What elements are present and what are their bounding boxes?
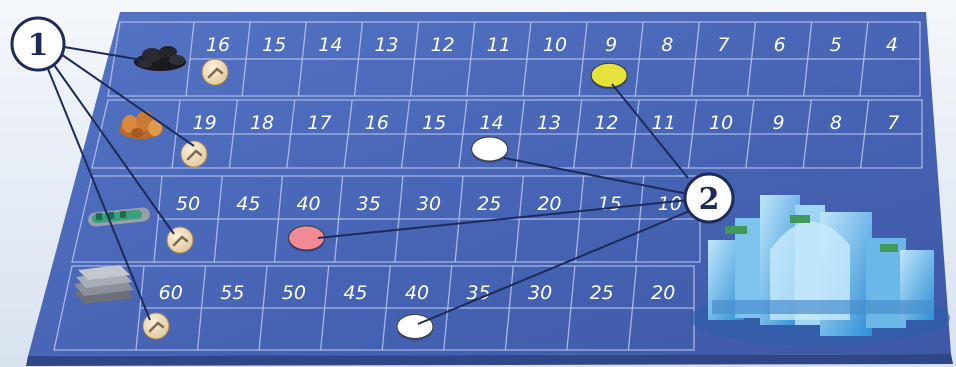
price-label: 45: [236, 193, 260, 215]
price-label: 40: [405, 282, 429, 304]
price-label: 15: [422, 112, 446, 134]
price-label: 18: [250, 112, 274, 134]
price-label: 8: [830, 112, 842, 134]
marker-disc: [472, 137, 508, 161]
price-label: 8: [661, 34, 673, 56]
marker-disc: [397, 314, 433, 338]
price-label: 11: [487, 34, 511, 56]
price-label: 19: [193, 112, 217, 134]
price-label: 16: [365, 112, 389, 134]
price-label: 7: [887, 112, 899, 134]
marker-disc-white: [397, 314, 433, 340]
callout-2-label: 2: [699, 182, 720, 217]
price-label: 13: [537, 112, 561, 134]
price-label: 25: [477, 193, 501, 215]
price-label: 35: [357, 193, 381, 215]
price-label: 10: [658, 193, 682, 215]
price-label: 55: [220, 282, 244, 304]
price-label: 10: [543, 34, 567, 56]
price-label: 35: [466, 282, 490, 304]
price-label: 12: [431, 34, 455, 56]
price-label: 30: [528, 282, 552, 304]
price-label: 20: [537, 193, 561, 215]
price-token: [202, 59, 228, 85]
price-label: 40: [296, 193, 320, 215]
marker-disc-pink: [289, 226, 325, 252]
price-label: 12: [594, 112, 618, 134]
price-label: 25: [590, 282, 614, 304]
price-label: 9: [605, 34, 617, 56]
marker-disc-yellow: [591, 63, 627, 89]
price-label: 15: [262, 34, 286, 56]
price-label: 14: [318, 34, 342, 56]
price-label: 45: [343, 282, 367, 304]
price-label: 6: [774, 34, 786, 56]
board-edge: [26, 354, 953, 366]
price-label: 15: [598, 193, 622, 215]
price-token: [143, 313, 169, 339]
price-label: 4: [886, 34, 898, 56]
price-label: 20: [651, 282, 675, 304]
price-label: 50: [282, 282, 306, 304]
price-label: 16: [206, 34, 230, 56]
price-label: 13: [374, 34, 398, 56]
price-label: 5: [830, 34, 842, 56]
marker-disc: [591, 63, 627, 87]
metal-resource-icon: [74, 265, 134, 304]
price-label: 9: [772, 112, 784, 134]
marker-disc-white: [472, 137, 508, 163]
price-label: 50: [176, 193, 200, 215]
callout-1-badge: 1: [12, 18, 64, 70]
price-label: 10: [709, 112, 733, 134]
price-label: 14: [480, 112, 504, 134]
price-label: 17: [307, 112, 331, 134]
price-label: 60: [159, 282, 183, 304]
callout-1-label: 1: [28, 28, 49, 63]
price-label: 11: [652, 112, 676, 134]
price-label: 30: [417, 193, 441, 215]
price-label: 7: [717, 34, 729, 56]
callout-2-badge: 2: [685, 174, 733, 222]
